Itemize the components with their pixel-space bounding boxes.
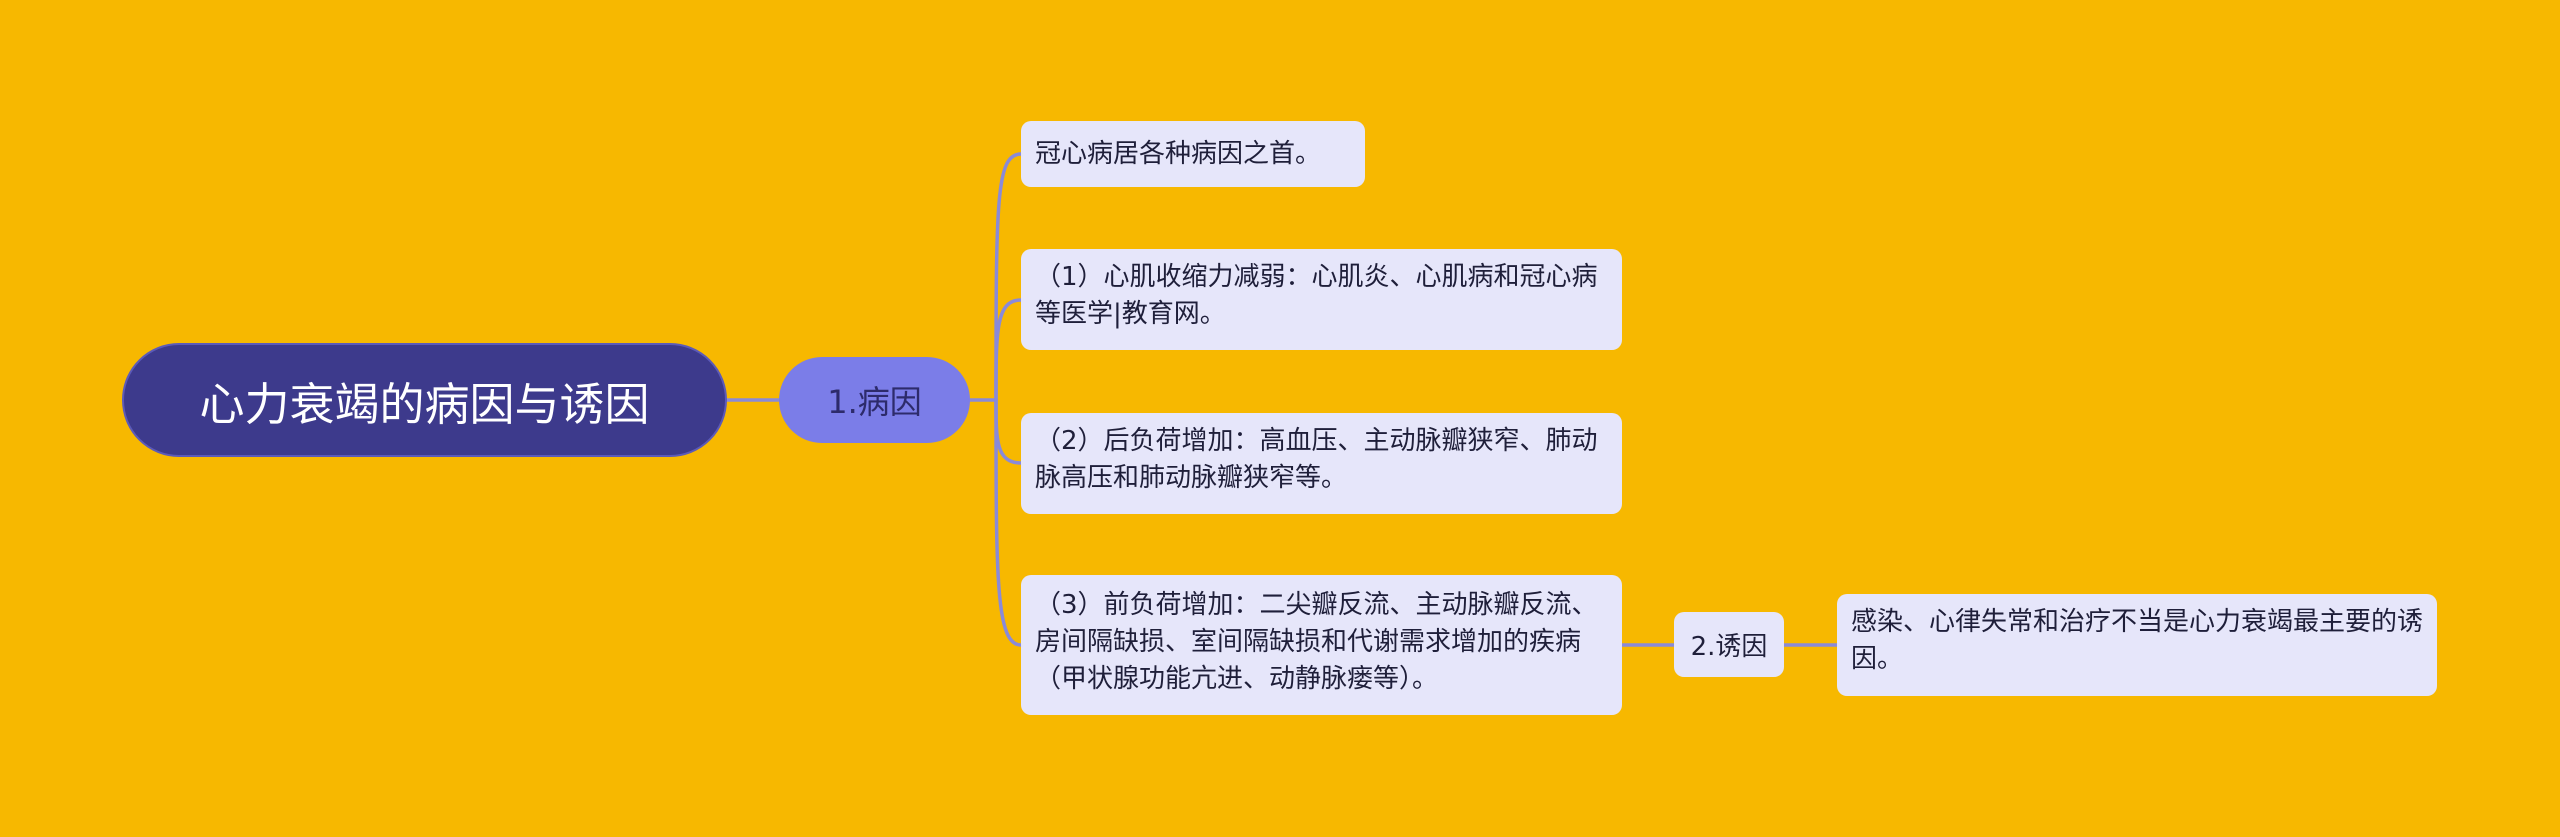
link-cause-to-item-1 bbox=[994, 152, 1023, 402]
cause-item-4[interactable]: （3）前负荷增加：二尖瓣反流、主动脉瓣反流、房间隔缺损、室间隔缺损和代谢需求增加… bbox=[1021, 575, 1622, 715]
cause-item-4-text: （3）前负荷增加：二尖瓣反流、主动脉瓣反流、房间隔缺损、室间隔缺损和代谢需求增加… bbox=[1035, 590, 1598, 694]
cause-item-2[interactable]: （1）心肌收缩力减弱：心肌炎、心肌病和冠心病等医学|教育网。 bbox=[1021, 249, 1622, 350]
cause-item-2-text: （1）心肌收缩力减弱：心肌炎、心肌病和冠心病等医学|教育网。 bbox=[1035, 262, 1598, 329]
branch-cause[interactable]: 1.病因 bbox=[779, 357, 970, 443]
link-cause-to-item-3 bbox=[994, 398, 1023, 465]
branch-trigger[interactable]: 2.诱因 bbox=[1674, 612, 1784, 677]
cause-item-3[interactable]: （2）后负荷增加：高血压、主动脉瓣狭窄、肺动脉高压和肺动脉瓣狭窄等。 bbox=[1021, 413, 1622, 514]
trigger-item-text: 感染、心律失常和治疗不当是心力衰竭最主要的诱因。 bbox=[1851, 607, 2424, 674]
link-cause-to-item-2 bbox=[994, 298, 1023, 402]
cause-item-1-text: 冠心病居各种病因之首。 bbox=[1035, 138, 1322, 169]
cause-item-1[interactable]: 冠心病居各种病因之首。 bbox=[1021, 121, 1365, 187]
link-cause-to-item-4 bbox=[994, 398, 1023, 647]
branch-cause-label: 1.病因 bbox=[827, 383, 922, 421]
trigger-item[interactable]: 感染、心律失常和治疗不当是心力衰竭最主要的诱因。 bbox=[1837, 594, 2437, 696]
root-topic[interactable]: 心力衰竭的病因与诱因 bbox=[122, 343, 727, 457]
root-topic-label: 心力衰竭的病因与诱因 bbox=[199, 377, 650, 431]
cause-item-3-text: （2）后负荷增加：高血压、主动脉瓣狭窄、肺动脉高压和肺动脉瓣狭窄等。 bbox=[1035, 426, 1598, 493]
branch-trigger-label: 2.诱因 bbox=[1690, 632, 1768, 662]
